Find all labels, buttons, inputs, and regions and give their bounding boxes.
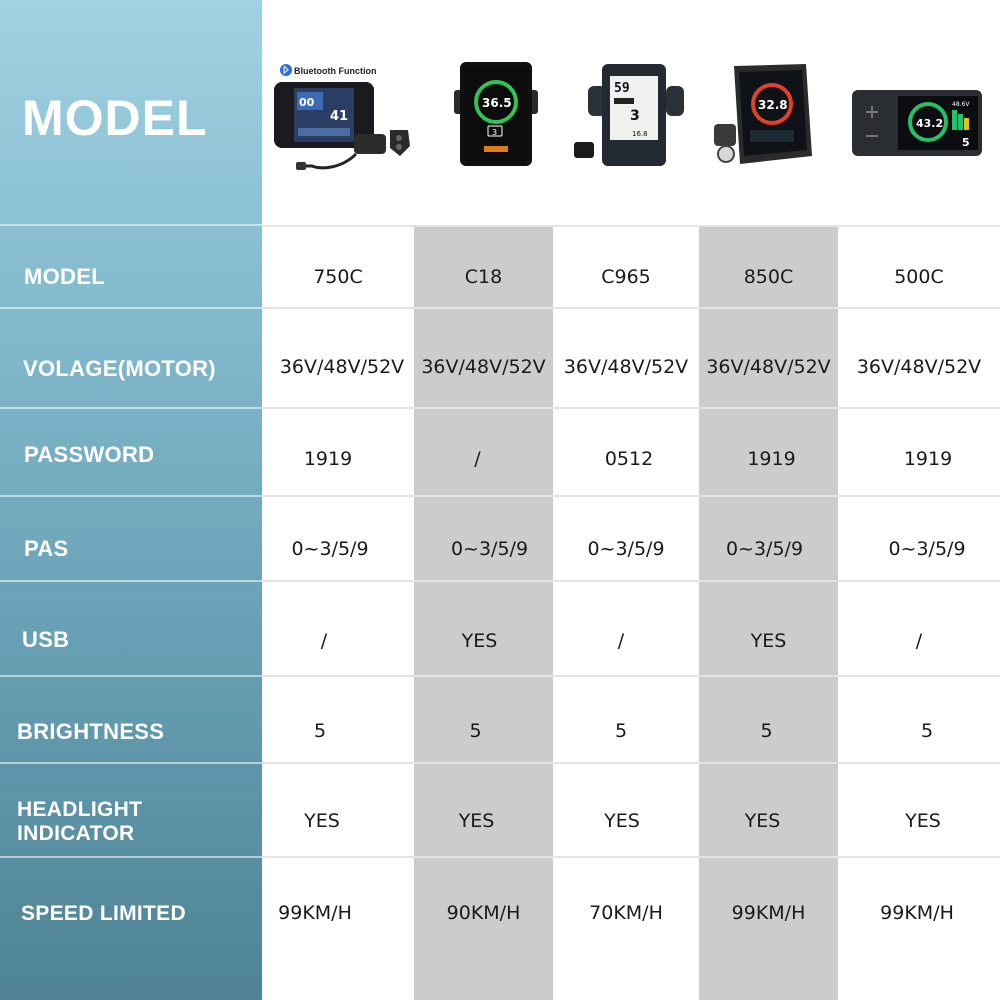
cell-password-c965: 0512 bbox=[604, 448, 654, 470]
row-label-usb: USB bbox=[22, 627, 70, 652]
cell-usb-c965: / bbox=[617, 630, 625, 652]
cell-model-850c: 850C bbox=[743, 266, 794, 288]
label-divider bbox=[0, 495, 262, 497]
cell-model-c18: C18 bbox=[464, 266, 503, 288]
cell-brightness-850c: 5 bbox=[760, 720, 773, 742]
row-divider bbox=[262, 307, 1000, 309]
row-label-password: PASSWORD bbox=[24, 442, 155, 467]
cell-speed-c965: 70KM/H bbox=[589, 902, 663, 924]
cell-speed-c18: 90KM/H bbox=[446, 902, 521, 924]
row-divider bbox=[262, 225, 1000, 227]
label-divider bbox=[0, 675, 262, 677]
label-divider bbox=[0, 856, 262, 858]
product-image-c965: 59 3 16.8 bbox=[574, 62, 686, 170]
column-c18 bbox=[414, 226, 553, 1000]
label-divider bbox=[0, 762, 262, 764]
cell-brightness-c18: 5 bbox=[469, 720, 482, 742]
cell-voltage-850c: 36V/48V/52V bbox=[706, 356, 831, 378]
cell-brightness-750c: 5 bbox=[313, 720, 327, 742]
cell-voltage-500c: 36V/48V/52V bbox=[856, 356, 982, 378]
cell-headlight-c965: YES bbox=[604, 810, 640, 832]
row-divider bbox=[262, 675, 1000, 677]
cell-model-750c: 750C bbox=[313, 266, 363, 288]
product-image-c18: 36.5 3 bbox=[454, 60, 538, 170]
column-750c bbox=[262, 226, 414, 1000]
cell-pas-850c: 0~3/5/9 bbox=[725, 538, 804, 560]
cell-password-850c: 1919 bbox=[747, 448, 796, 470]
cell-pas-c18: 0~3/5/9 bbox=[450, 538, 529, 560]
product-c965-level: 3 bbox=[630, 108, 640, 124]
row-divider bbox=[262, 495, 1000, 497]
cell-headlight-500c: YES bbox=[905, 810, 941, 832]
product-image-750c: Bluetooth Function 00 41 bbox=[272, 58, 412, 188]
row-divider bbox=[262, 856, 1000, 858]
product-500c-volt: 48.6V bbox=[952, 101, 970, 108]
cell-usb-750c: / bbox=[320, 630, 328, 652]
product-c18-level: 3 bbox=[492, 128, 497, 137]
row-label-pas: PAS bbox=[24, 536, 69, 561]
product-750c-speed: 00 bbox=[299, 96, 315, 109]
cell-usb-500c: / bbox=[915, 630, 923, 652]
cell-speed-850c: 99KM/H bbox=[731, 902, 806, 924]
cell-model-500c: 500C bbox=[894, 266, 944, 288]
column-500c bbox=[838, 226, 1000, 1000]
cell-voltage-c18: 36V/48V/52V bbox=[421, 356, 546, 378]
product-c18-speed: 36.5 bbox=[482, 96, 512, 110]
cell-usb-c18: YES bbox=[461, 630, 498, 652]
row-label-voltage: VOLAGE(MOTOR) bbox=[23, 356, 216, 381]
row-divider bbox=[262, 407, 1000, 409]
cell-speed-500c: 99KM/H bbox=[880, 902, 954, 924]
cell-password-500c: 1919 bbox=[903, 448, 953, 470]
product-c965-trip: 16.8 bbox=[632, 130, 648, 138]
product-500c-level: 5 bbox=[962, 136, 970, 149]
product-image-850c: 32.8 bbox=[714, 64, 818, 174]
product-c965-speed: 59 bbox=[614, 81, 630, 96]
cell-voltage-750c: 36V/48V/52V bbox=[279, 356, 405, 378]
product-image-500c: 43.2 48.6V 5 bbox=[852, 90, 982, 160]
product-images: Bluetooth Function 00 41 bbox=[262, 0, 1000, 226]
row-label-speed: SPEED LIMITED bbox=[21, 902, 186, 925]
product-500c-speed: 43.2 bbox=[916, 117, 943, 130]
product-850c-speed: 32.8 bbox=[758, 98, 788, 112]
row-label-model: MODEL bbox=[24, 264, 105, 289]
cell-brightness-500c: 5 bbox=[920, 720, 934, 742]
row-label-brightness: BRIGHTNESS bbox=[17, 719, 165, 744]
cell-headlight-850c: YES bbox=[744, 810, 781, 832]
label-divider bbox=[0, 307, 262, 309]
header-label: MODEL bbox=[22, 90, 208, 146]
cell-speed-750c: 99KM/H bbox=[278, 902, 352, 924]
row-divider bbox=[262, 762, 1000, 764]
label-column: MODEL MODEL VOLAGE(MOTOR) PASSWORD PAS U… bbox=[0, 0, 268, 1000]
row-label-headlight: HEADLIGHT INDICATOR bbox=[17, 798, 143, 845]
label-divider bbox=[0, 580, 262, 582]
cell-headlight-750c: YES bbox=[304, 810, 340, 832]
row-divider bbox=[262, 580, 1000, 582]
cell-usb-850c: YES bbox=[750, 630, 787, 652]
cell-pas-750c: 0~3/5/9 bbox=[291, 538, 369, 560]
cell-voltage-c965: 36V/48V/52V bbox=[563, 356, 689, 378]
cell-headlight-c18: YES bbox=[458, 810, 495, 832]
label-divider bbox=[0, 224, 262, 226]
cell-model-c965: C965 bbox=[601, 266, 651, 288]
product-750c-caption: Bluetooth Function bbox=[294, 66, 376, 76]
product-750c-level: 41 bbox=[330, 109, 348, 124]
cell-brightness-c965: 5 bbox=[614, 720, 628, 742]
label-divider bbox=[0, 407, 262, 409]
column-c965 bbox=[553, 226, 699, 1000]
cell-pas-500c: 0~3/5/9 bbox=[888, 538, 966, 560]
cell-password-c18: / bbox=[474, 448, 481, 470]
cell-password-750c: 1919 bbox=[303, 448, 353, 470]
column-850c bbox=[699, 226, 838, 1000]
cell-pas-c965: 0~3/5/9 bbox=[587, 538, 665, 560]
